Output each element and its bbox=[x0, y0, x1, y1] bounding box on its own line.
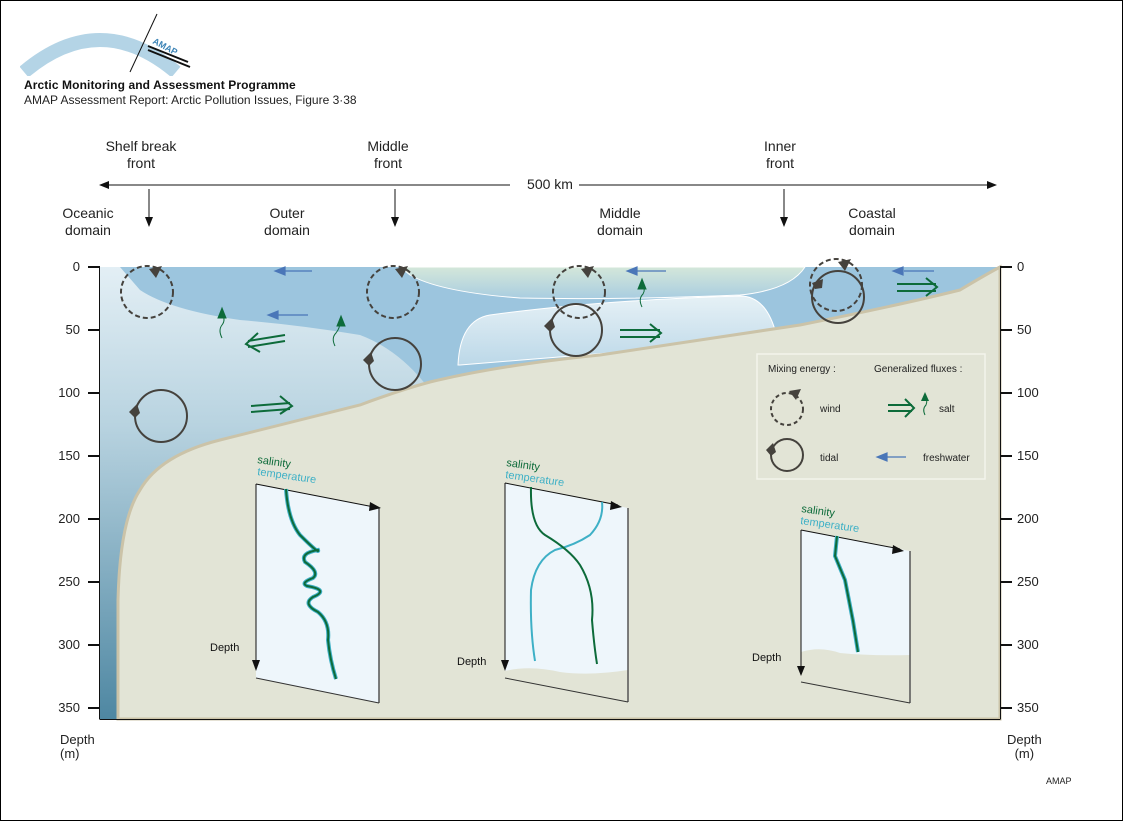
salinity-profile bbox=[529, 486, 598, 665]
front-arrow-middle bbox=[391, 189, 399, 227]
depth-tick-label: 50 bbox=[1017, 322, 1032, 337]
freshwater-arrow-icon bbox=[266, 310, 308, 320]
salt-upwelling-icon bbox=[637, 277, 647, 308]
legend-flux-title: Generalized fluxes : bbox=[874, 364, 962, 375]
legend-salt-label: salt bbox=[939, 404, 955, 415]
depth-tick-label: 200 bbox=[1017, 511, 1039, 526]
wind-arrowheads bbox=[149, 259, 851, 278]
depth-tick-label: 300 bbox=[58, 637, 80, 652]
profile-seabed bbox=[801, 649, 910, 703]
org-title: Arctic Monitoring and Assessment Program… bbox=[24, 78, 296, 92]
depth-tick-label: 350 bbox=[58, 700, 80, 715]
salt-upwelling-icon bbox=[332, 314, 346, 347]
scale-arrow-left bbox=[99, 181, 109, 189]
freshwater-arrow-icon bbox=[625, 266, 666, 276]
profile-panel-background bbox=[505, 483, 628, 702]
front-arrows bbox=[145, 189, 788, 227]
freshwater-arrow-icon bbox=[891, 266, 934, 276]
legend-mixing-title: Mixing energy : bbox=[768, 364, 836, 375]
wind-mixing-icon bbox=[552, 265, 606, 319]
figure-subtitle: AMAP Assessment Report: Arctic Pollution… bbox=[24, 93, 357, 107]
profile-seabed bbox=[505, 668, 628, 702]
wind-mixing-circles bbox=[120, 258, 863, 319]
tidal-arrowheads bbox=[129, 279, 823, 418]
salt-flux-arrow-right bbox=[897, 277, 939, 297]
profile-salinity-label: salinity bbox=[506, 457, 541, 474]
profile-x-axis bbox=[800, 529, 901, 550]
profile-x-axis bbox=[255, 483, 375, 508]
depth-tick-label: 350 bbox=[1017, 700, 1039, 715]
depth-axis-title-left: Depth (m) bbox=[60, 732, 95, 761]
depth-tick-label: 100 bbox=[58, 385, 80, 400]
profile-salinity-label: salinity bbox=[257, 454, 292, 471]
salt-upwelling-arrows bbox=[217, 277, 647, 347]
depth-tick-label: 150 bbox=[58, 448, 80, 463]
legend-freshwater-label: freshwater bbox=[923, 453, 970, 464]
legend-tidal-label: tidal bbox=[820, 453, 838, 464]
depth-tick-label: 0 bbox=[72, 259, 80, 274]
depth-tick-label: 300 bbox=[1017, 637, 1039, 652]
profile-salinity-label: salinity bbox=[801, 503, 836, 520]
amap-logo: AMAP bbox=[20, 13, 191, 76]
freshwater-arrow-icon bbox=[273, 266, 312, 276]
profile-depth-label: Depth bbox=[457, 656, 486, 668]
freshwater-arrows bbox=[266, 266, 934, 320]
credit-label: AMAP bbox=[1046, 776, 1072, 786]
logo-arc bbox=[20, 33, 181, 76]
legend-wind-arrowhead bbox=[789, 389, 801, 400]
depth-ticks bbox=[88, 266, 1012, 709]
profile-depth-label: Depth bbox=[752, 652, 781, 664]
logo-stripe bbox=[147, 45, 189, 63]
salt-flux-arrow-right bbox=[620, 323, 663, 343]
middle-domain-bottom-layer bbox=[457, 295, 776, 366]
legend-tidal-arrowhead bbox=[766, 443, 776, 456]
depth-tick-label: 0 bbox=[1017, 259, 1025, 274]
front-arrow-shelf-break bbox=[145, 189, 153, 227]
profile-x-axis bbox=[504, 482, 619, 506]
salt-flux-arrows bbox=[244, 277, 939, 415]
scale-bar bbox=[99, 181, 997, 189]
wind-mixing-icon bbox=[120, 265, 174, 319]
profile-depth-label: Depth bbox=[210, 642, 239, 654]
legend-freshwater-icon bbox=[875, 452, 906, 462]
legend-salt-icon bbox=[888, 392, 929, 418]
depth-tick-label: 100 bbox=[1017, 385, 1039, 400]
scale-label: 500 km bbox=[527, 176, 573, 192]
legend-box bbox=[756, 353, 986, 480]
depth-tick-label: 50 bbox=[65, 322, 80, 337]
depth-tick-label: 250 bbox=[1017, 574, 1039, 589]
legend: Mixing energy : Generalized fluxes : win… bbox=[756, 353, 986, 480]
depth-tick-label: 250 bbox=[58, 574, 80, 589]
depth-tick-label: 200 bbox=[58, 511, 80, 526]
logo-slash bbox=[129, 13, 158, 73]
legend-wind-icon bbox=[770, 392, 804, 426]
wind-mixing-icon bbox=[366, 265, 420, 319]
scale-arrow-right bbox=[987, 181, 997, 189]
logo-stripe bbox=[147, 49, 191, 68]
temperature-profile bbox=[529, 501, 604, 662]
legend-wind-label: wind bbox=[819, 404, 841, 415]
depth-tick-label: 150 bbox=[1017, 448, 1039, 463]
front-arrow-inner bbox=[780, 189, 788, 227]
depth-axis-title-right: Depth (m) bbox=[1007, 732, 1042, 761]
tidal-mixing-icon bbox=[811, 270, 865, 324]
salt-flux-arrow-right bbox=[250, 395, 294, 415]
profile-panel-middle: salinity temperature Depth bbox=[457, 457, 629, 703]
salt-flux-arrow-left bbox=[244, 332, 286, 353]
salt-upwelling-icon bbox=[217, 306, 227, 339]
